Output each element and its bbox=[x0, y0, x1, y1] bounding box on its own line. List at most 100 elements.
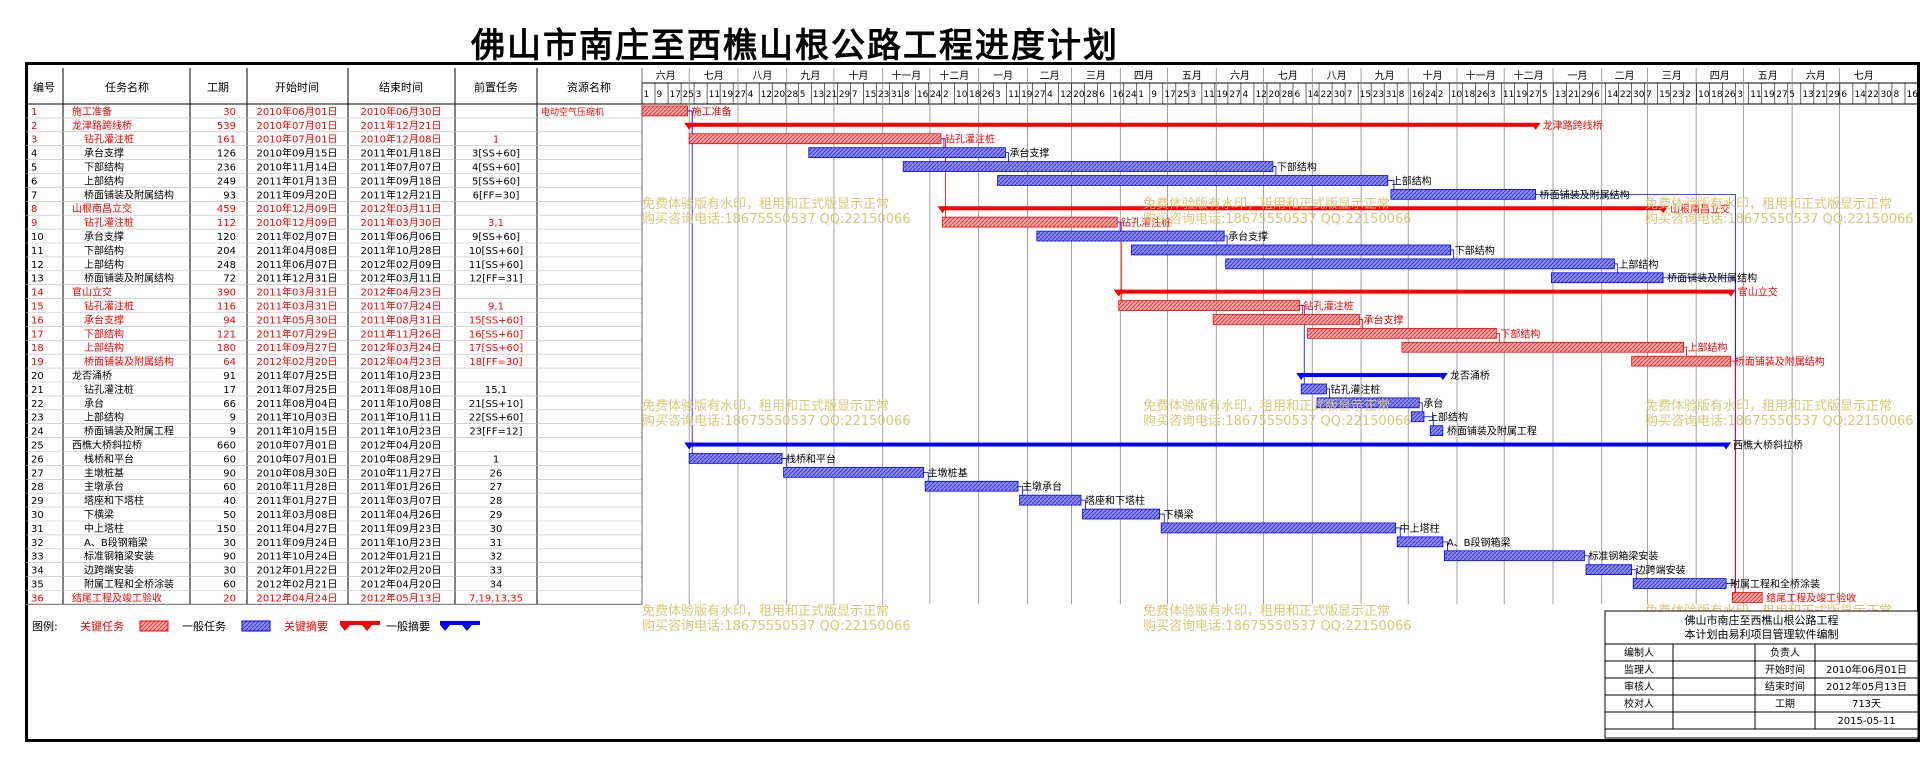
task-id: 30 bbox=[31, 510, 44, 521]
task-end: 2011年10月23日 bbox=[361, 369, 442, 382]
month-label: 七月 bbox=[1278, 70, 1298, 82]
bar-label: 龙否涌桥 bbox=[1450, 369, 1490, 382]
dependency-link bbox=[940, 138, 945, 150]
task-name: 上部结构 bbox=[84, 174, 124, 187]
day-label: 21 bbox=[826, 90, 837, 100]
day-label: 14 bbox=[1854, 90, 1866, 100]
month-label: 四月 bbox=[1134, 70, 1154, 82]
task-start: 2011年07月25日 bbox=[257, 383, 338, 396]
month-label: 五月 bbox=[1758, 70, 1778, 82]
bar-label: 中上塔柱 bbox=[1400, 522, 1440, 535]
task-id: 24 bbox=[31, 427, 44, 438]
task-duration: 459 bbox=[217, 204, 236, 215]
day-label: 3 bbox=[995, 90, 1001, 100]
task-duration: 94 bbox=[223, 315, 236, 326]
task-name: 下横梁 bbox=[84, 508, 114, 521]
bar-label: 龙津路跨线桥 bbox=[1543, 119, 1603, 132]
bar-label: 主墩桩基 bbox=[928, 466, 968, 479]
task-start: 2011年06月07日 bbox=[257, 258, 338, 271]
day-label: 24 bbox=[930, 90, 942, 100]
bar-label: 上部结构 bbox=[1618, 258, 1658, 271]
day-label: 23 bbox=[1373, 90, 1384, 100]
task-end: 2011年07月24日 bbox=[361, 300, 442, 313]
task-end: 2012年04月23日 bbox=[361, 286, 442, 299]
task-predecessor: 34 bbox=[490, 580, 503, 591]
task-start: 2011年02月07日 bbox=[257, 230, 338, 243]
task-start: 2011年04月27日 bbox=[257, 522, 338, 535]
task-id: 8 bbox=[31, 204, 37, 215]
dependency-link bbox=[1730, 360, 1736, 595]
day-label: 8 bbox=[1399, 90, 1405, 100]
task-id: 15 bbox=[31, 302, 44, 313]
bar-label: 承台支撑 bbox=[1228, 230, 1268, 243]
month-label: 七月 bbox=[704, 70, 724, 82]
info-cell: 审核人 bbox=[1624, 680, 1654, 693]
task-start: 2011年03月31日 bbox=[257, 300, 338, 313]
month-label: 十月 bbox=[848, 69, 868, 82]
legend-normal-label: 一般任务 bbox=[182, 620, 226, 633]
summary-cap bbox=[1296, 373, 1307, 381]
summary-cap bbox=[1721, 442, 1732, 450]
task-start: 2011年08月04日 bbox=[257, 397, 338, 410]
task-start: 2010年07月01日 bbox=[257, 133, 338, 146]
task-duration: 204 bbox=[217, 246, 236, 257]
task-end: 2011年07月07日 bbox=[361, 161, 442, 174]
task-start: 2011年01月13日 bbox=[257, 174, 338, 187]
day-label: 9 bbox=[1151, 90, 1157, 100]
summary-bar bbox=[689, 122, 1536, 127]
info-cell: 校对人 bbox=[1624, 697, 1654, 710]
month-label: 二月 bbox=[1040, 70, 1060, 82]
day-label: 24 bbox=[1425, 90, 1437, 100]
bar-label: 钻孔灌注桩 bbox=[945, 133, 995, 146]
task-end: 2012年03月11日 bbox=[361, 202, 442, 215]
month-label: 四月 bbox=[1710, 70, 1730, 82]
month-label: 十一月 bbox=[891, 69, 921, 82]
task-start: 2011年05月30日 bbox=[257, 313, 338, 326]
task-duration: 161 bbox=[217, 135, 236, 146]
day-label: 3 bbox=[1490, 90, 1496, 100]
task-bar bbox=[1212, 314, 1360, 325]
day-label: 27 bbox=[1229, 90, 1240, 100]
header-cell: 结束时间 bbox=[379, 81, 423, 94]
info-cell: 监理人 bbox=[1624, 663, 1654, 676]
task-start: 2011年09月24日 bbox=[257, 536, 338, 549]
month-label: 八月 bbox=[752, 70, 772, 82]
task-name: 钻孔灌注桩 bbox=[84, 216, 134, 229]
bar-label: 官山立交 bbox=[1738, 286, 1778, 299]
day-label: 29 bbox=[1581, 90, 1593, 100]
bar-label: 钻孔灌注桩 bbox=[1330, 383, 1380, 396]
info-box bbox=[1604, 610, 1919, 739]
task-start: 2011年01月27日 bbox=[257, 494, 338, 507]
day-label: 22 bbox=[1620, 90, 1631, 100]
task-duration: 90 bbox=[223, 468, 236, 479]
task-id: 23 bbox=[31, 413, 44, 424]
task-duration: 30 bbox=[223, 566, 236, 577]
task-duration: 66 bbox=[223, 399, 236, 410]
task-bar bbox=[1019, 494, 1082, 506]
day-label: 27 bbox=[1529, 90, 1540, 100]
task-name: 桥面铺装及附属结构 bbox=[84, 272, 174, 285]
task-duration: 120 bbox=[217, 232, 236, 243]
day-label: 19 bbox=[1516, 90, 1528, 100]
task-bar bbox=[1036, 230, 1225, 242]
day-label: 27 bbox=[1034, 90, 1045, 100]
task-end: 2011年03月07日 bbox=[361, 494, 442, 507]
task-duration: 50 bbox=[223, 510, 236, 521]
day-label: 18 bbox=[1711, 90, 1723, 100]
task-predecessor: 18[FF=30] bbox=[469, 357, 522, 368]
task-end: 2012年03月11日 bbox=[361, 272, 442, 285]
task-end: 2012年04月20日 bbox=[361, 578, 442, 591]
task-bar bbox=[902, 161, 1274, 172]
legend-critical-label: 关键任务 bbox=[80, 619, 124, 633]
task-predecessor: 3[SS+60] bbox=[472, 149, 520, 160]
dependency-link bbox=[1584, 555, 1590, 567]
day-label: 30 bbox=[1633, 90, 1645, 100]
day-label: 6 bbox=[1099, 90, 1105, 100]
header-cell: 任务名称 bbox=[105, 80, 149, 94]
task-bar bbox=[1401, 341, 1684, 353]
task-predecessor: 15[SS+60] bbox=[469, 315, 523, 326]
month-label: 六月 bbox=[656, 70, 676, 82]
task-name: 中上塔柱 bbox=[84, 522, 124, 535]
day-label: 3 bbox=[696, 90, 702, 100]
task-id: 6 bbox=[31, 176, 37, 187]
